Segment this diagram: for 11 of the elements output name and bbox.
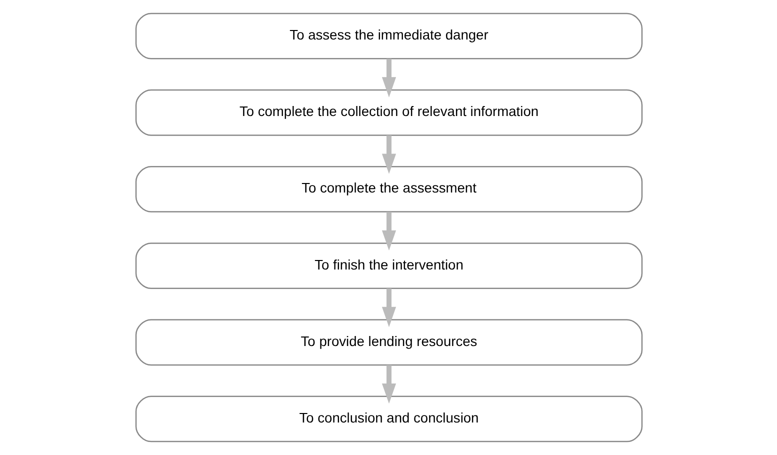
node-box: To assess the immediate danger — [134, 12, 642, 60]
node-box: To provide lending resources — [134, 319, 642, 366]
node-box: To conclusion and conclusion — [134, 396, 642, 442]
arrow — [381, 212, 396, 250]
arrow — [381, 135, 396, 174]
node-box: To complete the assessment — [134, 166, 642, 212]
arrow — [381, 365, 396, 404]
node-box: To finish the intervention — [134, 242, 642, 290]
arrow — [381, 58, 396, 98]
arrow — [381, 288, 396, 328]
node-box: To complete the collection of relevant information — [134, 89, 642, 136]
